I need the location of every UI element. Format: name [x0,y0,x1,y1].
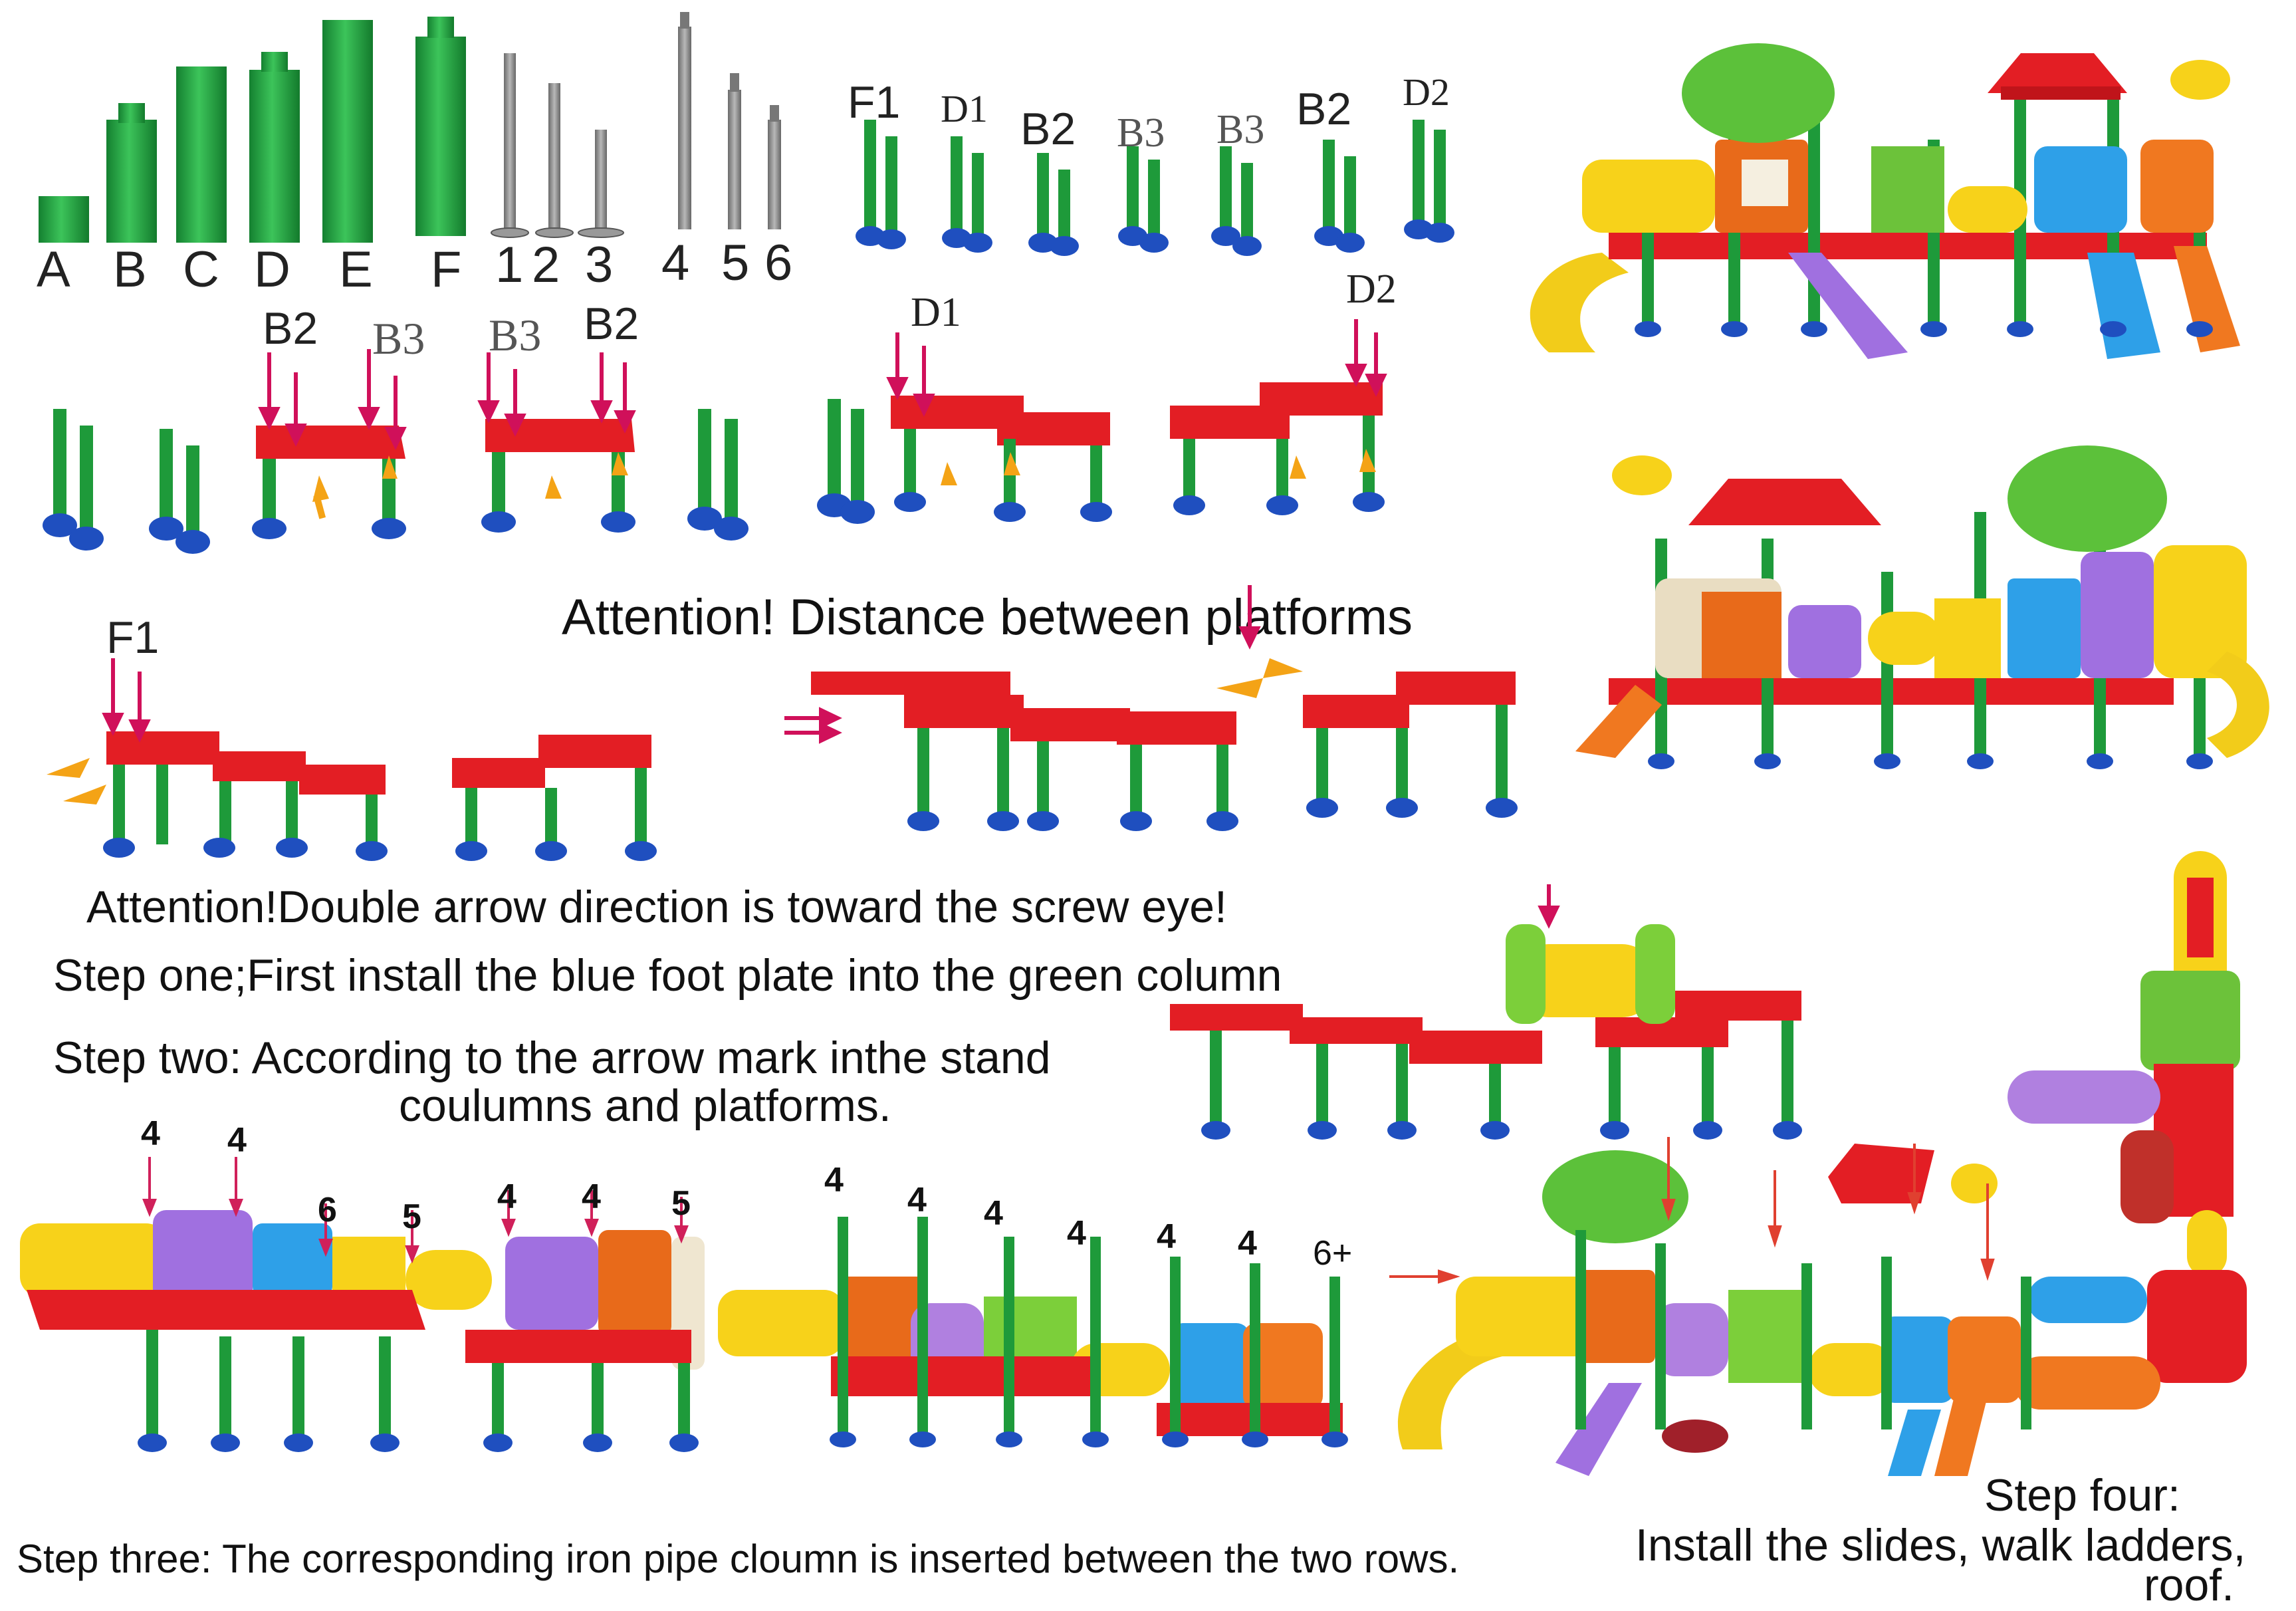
label-3: 3 [585,237,614,293]
step3-right-num-3: 4 [984,1194,1003,1233]
step3-left-num-3: 6 [318,1191,337,1229]
step-four-text-line3: roof. [2144,1560,2235,1610]
label-4: 4 [661,235,690,291]
attention-distance: Attention! Distance between platforms [562,589,1413,646]
column-b [106,120,157,243]
code-d1: D1 [941,87,988,130]
step3-left-num-4: 5 [402,1197,421,1236]
bolt-6 [768,120,781,229]
step-three-text: Step three: The corresponding iron pipe … [17,1537,1460,1581]
column-d [249,70,300,243]
step-two-diagram [43,319,1387,554]
step-three-right-diagram [718,1217,1348,1447]
label-c: C [183,241,219,298]
step3-right-num-2: 4 [907,1181,927,1219]
step3-left-num-1: 4 [141,1114,160,1153]
label-1: 1 [495,237,524,293]
label-b: B [113,241,147,298]
column-pairs-row [856,120,1454,256]
label-b3-right: B3 [489,310,542,360]
label-a: A [37,241,70,298]
tube-platform-diagram [1170,884,1802,1140]
step3-right-num-4: 4 [1067,1214,1086,1253]
step3-left-num-5: 4 [497,1177,517,1216]
label-2: 2 [532,237,560,293]
step-four-text-line2: Install the slides, walk ladders, [1635,1520,2246,1570]
bolt-5 [728,90,741,229]
playground-render-back [1575,445,2269,769]
playground-render-front [1530,43,2240,359]
parts-diagram [39,12,781,243]
step3-right-num-6: 4 [1238,1224,1257,1263]
column-c [176,66,227,243]
step3-left-num-7: 5 [671,1184,691,1223]
code-b2-b: B2 [1296,84,1352,134]
step3-left-num-6: 4 [582,1177,601,1216]
label-b2-right: B2 [584,299,639,349]
step-three-left-diagram [20,1157,705,1452]
label-d1: D1 [911,290,961,335]
bolt-4 [678,27,691,229]
label-6: 6 [764,235,793,291]
step-one-text: Step one;First install the blue foot pla… [53,950,1282,1001]
step-four-diagram [1389,1137,2031,1476]
label-f: F [431,241,462,298]
label-f1: F1 [106,612,160,663]
step3-right-num-7: 6+ [1313,1234,1353,1273]
pipe-2 [548,83,560,233]
column-e [322,20,373,243]
label-5: 5 [721,235,750,291]
step-four-text-line1: Step four: [1984,1470,2180,1521]
column-f [415,37,466,236]
label-b2-left: B2 [263,303,318,354]
label-d: D [254,241,290,298]
code-d2: D2 [1403,70,1450,114]
label-d2: D2 [1346,267,1397,312]
attention-arrow-note: Attention!Double arrow direction is towa… [86,882,1227,932]
top-view-diagram [2008,851,2247,1410]
step3-right-num-5: 4 [1157,1217,1176,1256]
pipe-1 [504,53,516,233]
column-a [39,196,89,243]
code-b3-a: B3 [1117,110,1165,156]
code-b2-a: B2 [1020,104,1076,154]
label-b3-left: B3 [372,313,425,364]
code-f1: F1 [848,77,901,128]
pipe-3 [595,130,607,233]
f1-platform-diagram [47,585,1518,861]
step-two-text-line2: coulumns and platforms. [399,1080,891,1131]
step-two-text-line1: Step two: According to the arrow mark in… [53,1033,1051,1083]
step3-left-num-2: 4 [227,1121,247,1160]
code-b3-b: B3 [1216,107,1265,152]
label-e: E [339,241,373,298]
step3-right-num-1: 4 [824,1161,844,1199]
